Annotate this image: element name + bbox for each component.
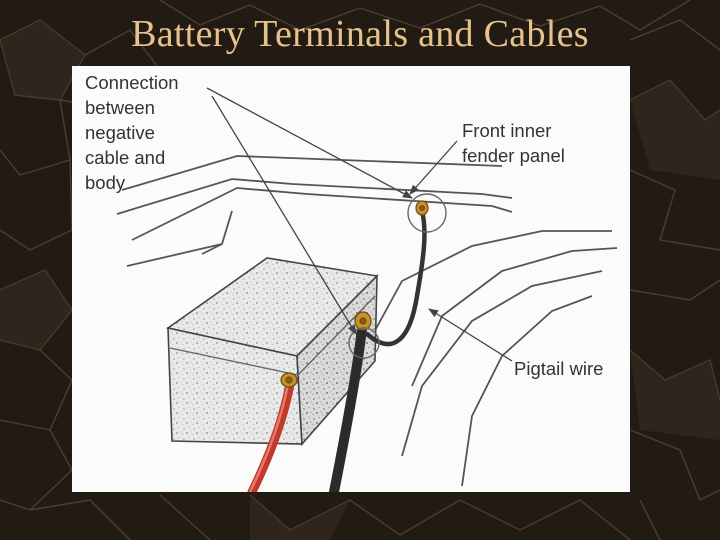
- callout-leaders: [206, 87, 513, 362]
- ground-highlight-circle: [407, 193, 447, 233]
- negative-cable: [329, 323, 367, 492]
- callout-fender-label: Front inner fender panel: [462, 120, 565, 166]
- positive-cable: [247, 379, 295, 492]
- body-panel-lines: [116, 155, 618, 487]
- cable-highlight-circle: [348, 327, 380, 359]
- body-ground-terminal: [415, 200, 429, 216]
- battery-diagram: [116, 87, 618, 492]
- battery-diagram-figure: Connection between negative cable and bo…: [72, 66, 630, 492]
- callout-connection-label: Connection between negative cable and bo…: [85, 72, 179, 193]
- positive-terminal: [280, 372, 298, 388]
- callout-pigtail-label: Pigtail wire: [514, 358, 604, 379]
- slide-title: Battery Terminals and Cables: [131, 13, 589, 55]
- negative-terminal: [354, 311, 372, 331]
